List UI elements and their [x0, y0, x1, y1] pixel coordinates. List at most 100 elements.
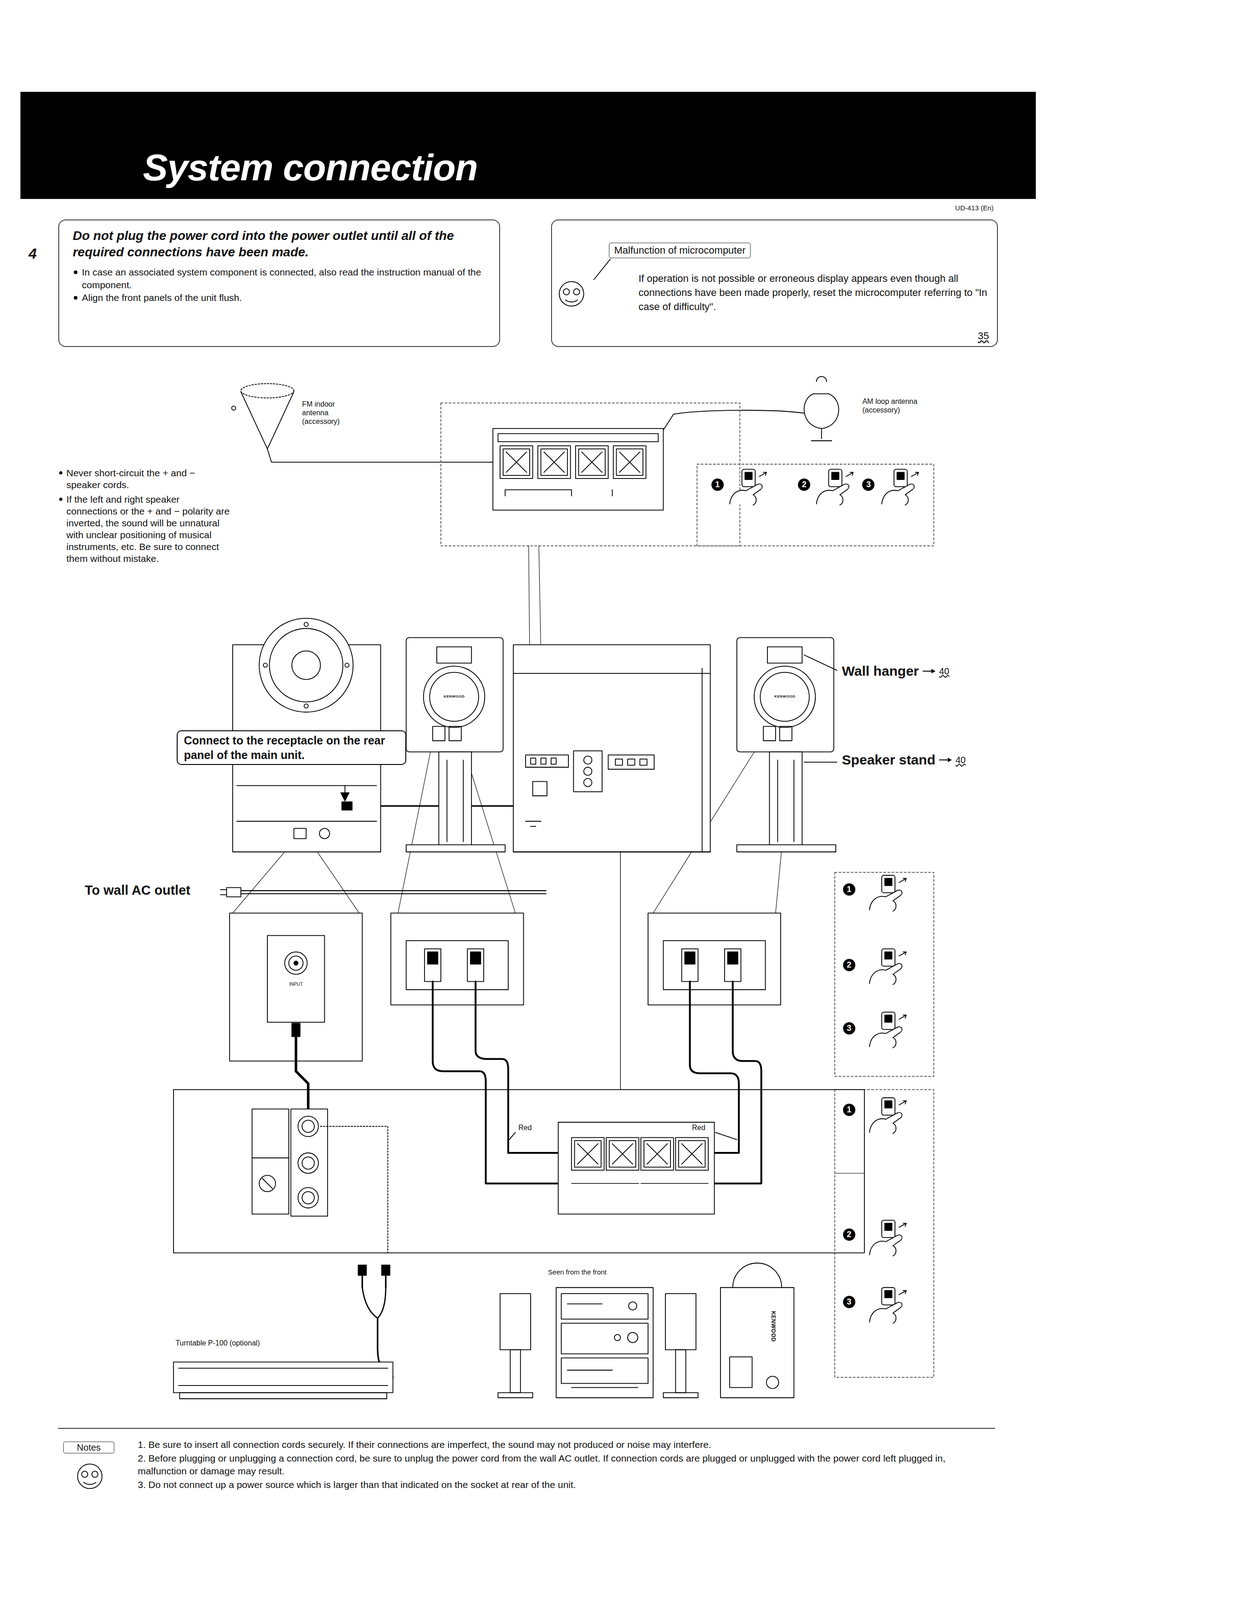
front-view [720, 1288, 794, 1399]
main-unit-jack-panel [259, 1175, 276, 1192]
main-unit-rear [513, 851, 711, 854]
callout-number: 2 [797, 478, 811, 491]
speaker [777, 760, 794, 842]
subwoofer [259, 618, 353, 713]
speaker-output-terminal [675, 1137, 709, 1171]
face-icon [77, 1464, 103, 1489]
face-icon [565, 300, 578, 302]
note-text: 3. Do not connect up a power source whic… [138, 1478, 991, 1492]
front-view [732, 1263, 782, 1288]
turntable-cable [381, 1265, 390, 1276]
speaker [406, 844, 506, 853]
antenna-terminal-panel [500, 445, 533, 479]
box-text-extra: In case an associated system component i… [72, 265, 489, 292]
leader-line [509, 655, 837, 1140]
brand-logo: KENWOOD [770, 1310, 777, 1343]
fm-antenna [231, 383, 501, 463]
turntable [173, 1362, 394, 1393]
signal-wire [834, 1173, 865, 1174]
fm-antenna [240, 383, 295, 399]
notes-tag: Notes [63, 1441, 115, 1454]
step-box [881, 469, 919, 506]
page-reference: 40 [955, 754, 966, 766]
speaker [423, 666, 485, 728]
speaker-terminal-detail [681, 949, 699, 982]
subwoofer-input-detail [229, 913, 363, 1113]
box-text-extra: Align the front panels of the unit flush… [72, 291, 489, 305]
front-view [665, 1293, 696, 1350]
antenna-terminal-panel [440, 403, 741, 547]
main-unit-rear [532, 781, 547, 796]
step-box [869, 1288, 907, 1324]
part-label: Speaker stand [842, 751, 936, 769]
subwoofer-input-detail [291, 1023, 301, 1037]
subwoofer-input-detail [288, 956, 303, 971]
speaker [763, 726, 776, 741]
brand-logo: KENWOOD [443, 694, 466, 700]
connection-detail-frame [173, 1089, 865, 1254]
caution-note: If the left and right speaker connection… [58, 493, 232, 565]
speaker [449, 726, 462, 741]
speaker [436, 647, 472, 664]
ac-power-cord [226, 887, 241, 897]
am-loop-antenna [653, 410, 805, 446]
pointer-arrowhead [947, 757, 952, 763]
speaker [406, 637, 504, 752]
front-view [614, 1334, 621, 1341]
speaker-wire [475, 981, 558, 1154]
face-icon [573, 288, 580, 295]
box-text: If operation is not possible or erroneou… [638, 271, 989, 314]
step-box [816, 469, 854, 506]
face-icon [559, 281, 584, 307]
caution-box: Do not plug the power cord into the powe… [58, 219, 501, 348]
speaker [769, 751, 803, 846]
speaker-terminal-detail [467, 949, 484, 982]
subwoofer-input-detail [296, 1037, 309, 1113]
face-icon [83, 1482, 97, 1485]
wire-color: Red [518, 1123, 532, 1133]
main-unit-rear [608, 755, 655, 770]
speaker-output-terminal [571, 1183, 709, 1185]
subwoofer [319, 828, 330, 839]
subwoofer [344, 663, 349, 668]
am-loop-antenna [816, 376, 827, 382]
speaker-output-terminal [558, 1122, 715, 1215]
callout-number: 1 [843, 1104, 856, 1117]
main-unit-jack-panel [291, 1109, 328, 1217]
box-text: Malfunction of microcomputer [613, 244, 746, 257]
front-view [556, 1288, 654, 1399]
speaker-output-terminal [558, 1122, 715, 1215]
antenna-terminal-panel [492, 428, 664, 511]
subwoofer-input-detail [293, 961, 298, 966]
main-unit-rear [583, 767, 593, 776]
main-unit-jack-panel [251, 1109, 289, 1159]
brand-logo: KENWOOD [773, 694, 796, 700]
main-unit-jack-panel [301, 1191, 315, 1205]
title-band [20, 92, 1036, 200]
main-unit-rear [615, 759, 647, 766]
turntable-cable [357, 1265, 367, 1276]
leader-line [715, 1132, 737, 1140]
part-label: FM indoor antenna (accessory) [301, 399, 353, 426]
front-view [628, 1302, 637, 1311]
part-label: AM loop antenna (accessory) [862, 397, 949, 415]
caution-note: Never short-circuit the + and − speaker … [58, 467, 232, 491]
front-view [567, 1304, 639, 1389]
front-view [627, 1332, 638, 1343]
ac-power-cord [220, 889, 227, 895]
callout-number: 2 [843, 1228, 856, 1242]
step-box [869, 1220, 907, 1257]
subwoofer [304, 622, 309, 627]
advice-heading: Malfunction of microcomputer [608, 242, 751, 259]
subwoofer [263, 663, 268, 668]
antenna-terminal-panel [537, 445, 571, 479]
face-icon [593, 259, 611, 280]
subwoofer-input-detail [284, 952, 307, 975]
leader-line [804, 655, 838, 671]
main-unit-rear [525, 821, 542, 827]
separator-rule [58, 1428, 996, 1430]
turntable [178, 1368, 388, 1386]
note-text: 1. Be sure to insert all connection cord… [138, 1438, 991, 1452]
subwoofer [291, 651, 321, 680]
